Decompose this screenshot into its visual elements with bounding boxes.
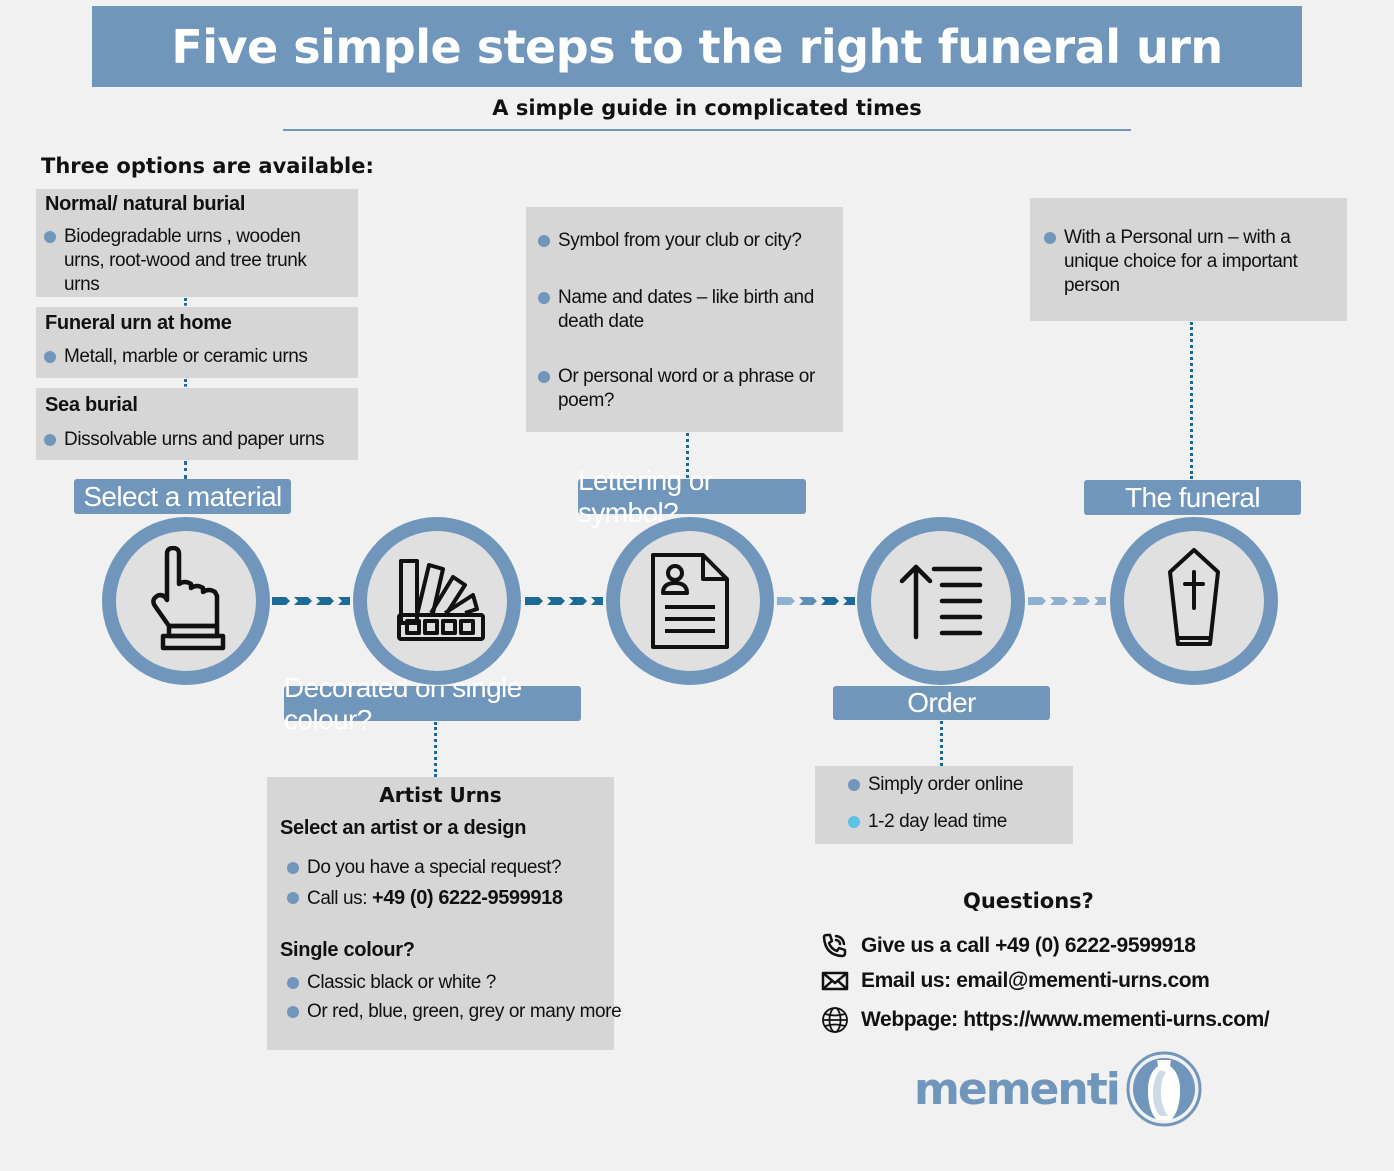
option-bullet: Dissolvable urns and paper urns [44, 428, 364, 452]
option-title: Sea burial [45, 394, 138, 416]
page-title: Five simple steps to the right funeral u… [171, 19, 1223, 74]
connector-dots [940, 721, 943, 766]
step-circle-order [857, 517, 1025, 685]
connector-dots [1190, 322, 1193, 479]
step-circle-material [102, 517, 270, 685]
contact-webpage[interactable]: Webpage: https://www.mementi-urns.com/ [821, 1006, 1270, 1034]
option-title: Normal/ natural burial [45, 193, 246, 215]
mementi-logo[interactable]: mementi [914, 1050, 1203, 1128]
artist-bullet: Do you have a special request? [287, 856, 627, 880]
funeral-bullet: With a Personal urn – with a unique choi… [1044, 226, 1304, 298]
options-heading: Three options are available: [41, 154, 374, 178]
option-bullet: Metall, marble or ceramic urns [44, 345, 364, 369]
single-colour-title: Single colour? [280, 939, 415, 961]
document-person-icon [651, 553, 729, 649]
step-circle-funeral [1110, 517, 1278, 685]
contact-email[interactable]: Email us: email@mementi-urns.com [821, 969, 1210, 993]
connector-dots [184, 298, 187, 306]
funeral-info-box: With a Personal urn – with a unique choi… [1030, 198, 1347, 321]
color-swatch-icon [397, 559, 485, 641]
phone-icon [822, 933, 847, 958]
step-label-order: Order [833, 686, 1050, 720]
lettering-bullet: Or personal word or a phrase or poem? [538, 365, 828, 413]
lettering-bullet: Symbol from your club or city? [538, 229, 828, 253]
coffin-cross-icon [1168, 548, 1220, 646]
option-box-natural-burial: Normal/ natural burial Biodegradable urn… [36, 189, 358, 297]
option-title: Funeral urn at home [45, 312, 232, 334]
phone-number: +49 (0) 6222-9599918 [372, 887, 563, 909]
globe-icon [822, 1007, 848, 1033]
envelope-icon [821, 971, 849, 991]
contact-phone-text: Give us a call +49 (0) 6222-9599918 [861, 934, 1196, 957]
logo-text: mementi [914, 1063, 1121, 1115]
order-bullet: 1-2 day lead time [848, 810, 1088, 834]
subtitle-underline [283, 129, 1131, 131]
contact-phone[interactable]: Give us a call +49 (0) 6222-9599918 [821, 933, 1196, 959]
connector-dots [686, 433, 689, 478]
connector-dots [434, 722, 437, 777]
contact-email-text: Email us: email@mementi-urns.com [861, 969, 1210, 992]
artist-bullet-call: Call us: +49 (0) 6222-9599918 [287, 886, 627, 911]
artist-box-subtitle: Select an artist or a design [280, 817, 527, 839]
page-subtitle: A simple guide in complicated times [492, 96, 922, 120]
lettering-bullet: Name and dates – like birth and death da… [538, 286, 828, 334]
connector-dots [184, 461, 187, 479]
questions-heading: Questions? [963, 889, 1094, 913]
step-label-lettering: Lettering or symbol? [578, 465, 806, 528]
option-bullet: Biodegradable urns , wooden urns, root-w… [44, 225, 319, 297]
lettering-info-box: Symbol from your club or city? Name and … [526, 207, 843, 432]
pointing-hand-icon [151, 546, 226, 651]
artist-box-title: Artist Urns [379, 783, 502, 807]
order-info-box: Simply order online 1-2 day lead time [815, 766, 1073, 844]
single-bullet: Or red, blue, green, grey or many more [287, 1000, 627, 1024]
sort-list-icon [899, 564, 983, 640]
connector-dots [184, 379, 187, 387]
step-connector [525, 597, 603, 605]
urn-logo-icon [1126, 1051, 1202, 1127]
step-circle-colour [353, 517, 521, 685]
step-connector [1028, 597, 1106, 605]
step-label-select-material: Select a material [74, 479, 291, 514]
artist-urns-box: Artist Urns Select an artist or a design… [267, 777, 622, 1050]
option-box-sea-burial: Sea burial Dissolvable urns and paper ur… [36, 388, 358, 460]
step-circle-lettering [606, 517, 774, 685]
step-label-funeral: The funeral [1084, 480, 1301, 515]
step-label-decorated: Decorated on single colour? [284, 672, 581, 735]
title-bar: Five simple steps to the right funeral u… [92, 6, 1302, 87]
step-connector [272, 597, 350, 605]
contact-webpage-text: Webpage: https://www.mementi-urns.com/ [861, 1008, 1270, 1031]
option-box-urn-at-home: Funeral urn at home Metall, marble or ce… [36, 307, 358, 378]
call-label: Call us: [307, 888, 373, 909]
order-bullet: Simply order online [848, 773, 1088, 797]
step-connector [777, 597, 855, 605]
single-bullet: Classic black or white ? [287, 971, 627, 995]
